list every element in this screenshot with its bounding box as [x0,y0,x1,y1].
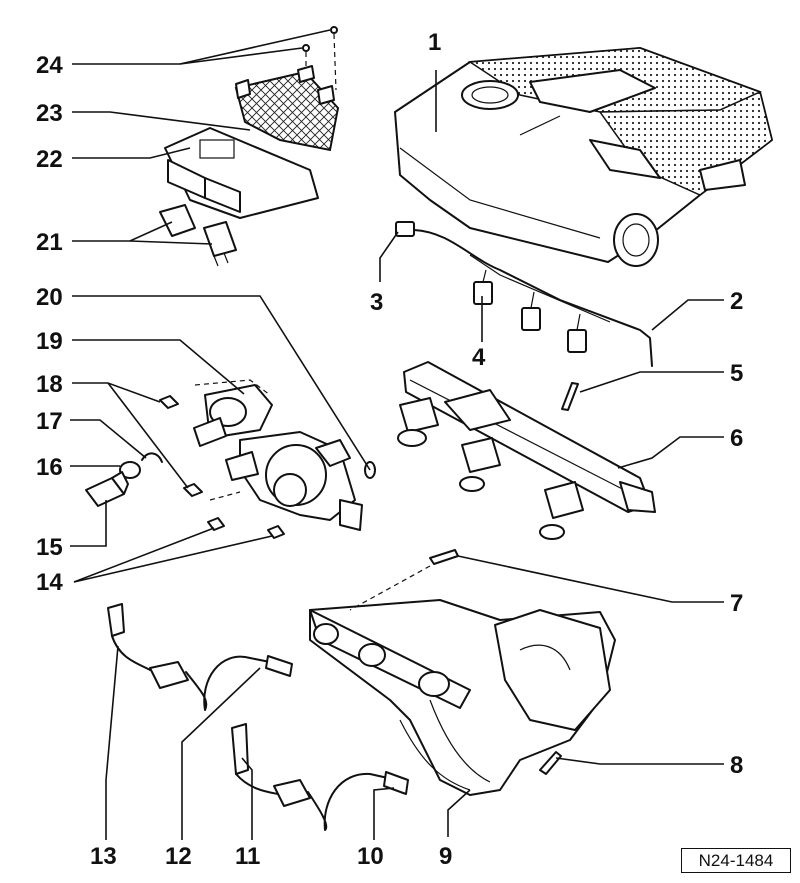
callout-14: 14 [36,569,63,596]
leader-lines [70,29,724,840]
callout-22: 22 [36,146,63,173]
callout-9: 9 [439,843,452,870]
lambda-probe-lower [231,723,409,831]
callout-21: 21 [36,229,63,256]
ignition-harness [395,221,653,367]
callout-23: 23 [36,100,63,127]
intake-manifold [309,549,616,796]
callout-5: 5 [730,360,743,387]
callout-24: 24 [36,52,63,79]
injector [539,481,584,540]
callout-13: 13 [90,843,117,870]
callout-16: 16 [36,454,63,481]
callout-1: 1 [428,29,441,56]
callout-7: 7 [730,590,743,617]
callout-15: 15 [36,534,63,561]
callout-4: 4 [472,344,486,371]
lambda-probe-upper [107,603,293,711]
callout-19: 19 [36,328,63,355]
callout-20: 20 [36,284,63,311]
thermostat-housing [85,379,376,539]
injector [459,437,501,492]
callout-labels: 1 2 3 4 5 6 7 8 9 10 11 12 13 14 15 16 1… [36,29,743,870]
callout-18: 18 [36,371,63,398]
callout-17: 17 [36,408,63,435]
engine-cover [394,47,773,267]
drawing-reference-code: N24-1484 [681,848,791,873]
callout-10: 10 [357,843,384,870]
callout-12: 12 [165,843,192,870]
ecu-bracket [234,26,340,152]
callout-3: 3 [370,289,383,316]
sensor-connectors [159,204,237,267]
injector [397,397,439,447]
ecu-module [164,127,319,219]
fuel-rail [397,361,656,540]
callout-2: 2 [730,288,743,315]
callout-11: 11 [235,843,260,870]
callout-8: 8 [730,752,743,779]
callout-6: 6 [730,425,743,452]
